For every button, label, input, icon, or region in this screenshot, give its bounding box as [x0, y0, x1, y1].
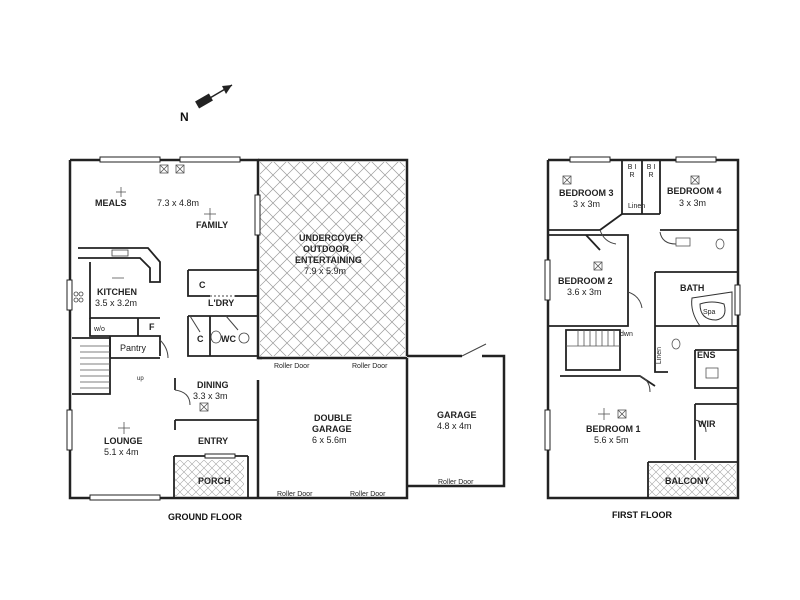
first-floor-title: FIRST FLOOR	[612, 510, 672, 520]
porch-hatch	[174, 460, 244, 496]
laundry-label: L'DRY	[208, 298, 235, 308]
kitchen-fixtures	[73, 249, 250, 344]
first-floor-interior-walls	[548, 160, 738, 498]
first-floor-fixtures	[562, 175, 725, 420]
first-floor-windows	[544, 156, 741, 451]
dwn-label: dwn	[620, 331, 633, 338]
spa-label: Spa	[703, 309, 716, 316]
wir-label: WIR	[698, 419, 716, 429]
bir2-label: B I R	[646, 164, 656, 179]
balcony-label: BALCONY	[665, 476, 710, 486]
first-floor-doors	[599, 229, 707, 433]
meals-family-size: 7.3 x 4.8m	[157, 198, 200, 208]
double-garage-line1: DOUBLE	[314, 413, 352, 423]
entry-label: ENTRY	[198, 436, 229, 446]
outdoor-line1: UNDERCOVER	[299, 233, 364, 243]
first-floor-stairs	[566, 330, 620, 347]
garage-label: GARAGE	[437, 410, 477, 420]
cupboard-1-label: C	[199, 280, 206, 290]
bedroom4-size: 3 x 3m	[679, 198, 707, 208]
bedroom3-size: 3 x 3m	[573, 199, 601, 209]
outdoor-hatch	[260, 162, 405, 356]
lounge-size: 5.1 x 4m	[104, 447, 139, 457]
ground-floor-stairs	[80, 345, 110, 389]
double-garage-size: 6 x 5.6m	[312, 435, 347, 445]
roller-door-label-3: Roller Door	[438, 479, 474, 486]
linen2-label: Linen	[656, 346, 664, 365]
kitchen-label: KITCHEN	[97, 287, 137, 297]
bedroom1-size: 5.6 x 5m	[594, 435, 629, 445]
cupboard-2-label: C	[197, 334, 204, 344]
roller-door-label-5: Roller Door	[350, 491, 386, 498]
bedroom1-label: BEDROOM 1	[586, 424, 641, 434]
ground-floor-title: GROUND FLOOR	[168, 512, 242, 522]
pantry-label: Pantry	[120, 343, 147, 353]
ens-label: ENS	[697, 350, 716, 360]
outdoor-line3: ENTERTAINING	[295, 255, 362, 265]
north-label: N	[180, 110, 189, 124]
bedroom2-size: 3.6 x 3m	[567, 287, 602, 297]
roller-door-label-2: Roller Door	[352, 363, 388, 370]
wo-label: w/o	[94, 326, 105, 333]
spa-fixture	[691, 291, 733, 327]
linen1-label: Linen	[628, 203, 646, 210]
outdoor-line2: OUTDOOR	[303, 244, 349, 254]
garage-size: 4.8 x 4m	[437, 421, 472, 431]
roller-door-label-4: Roller Door	[277, 491, 313, 498]
kitchen-size: 3.5 x 3.2m	[95, 298, 138, 308]
wc-label: WC	[221, 334, 236, 344]
double-garage-line2: GARAGE	[312, 424, 352, 434]
balcony-hatch	[648, 464, 736, 496]
outdoor-size: 7.9 x 5.9m	[304, 266, 347, 276]
up-label: up	[137, 376, 144, 382]
meals-label: MEALS	[95, 198, 127, 208]
lounge-label: LOUNGE	[104, 436, 143, 446]
bedroom2-label: BEDROOM 2	[558, 276, 613, 286]
light-fixtures	[112, 164, 216, 434]
ground-floor-doors	[159, 295, 487, 406]
dining-label: DINING	[197, 380, 229, 390]
bedroom4-label: BEDROOM 4	[667, 186, 722, 196]
fridge-label: F	[149, 322, 155, 332]
bath-label: BATH	[680, 283, 705, 293]
bir1-label: B I R	[627, 164, 637, 179]
ground-floor-windows	[66, 156, 261, 501]
ground-floor-walls	[68, 158, 506, 500]
roller-door-label-1: Roller Door	[274, 363, 310, 370]
first-floor-walls	[546, 158, 740, 500]
north-arrow-icon	[195, 84, 233, 109]
dining-size: 3.3 x 3m	[193, 391, 228, 401]
bedroom3-label: BEDROOM 3	[559, 188, 614, 198]
porch-label: PORCH	[198, 476, 231, 486]
family-label: FAMILY	[196, 220, 229, 230]
